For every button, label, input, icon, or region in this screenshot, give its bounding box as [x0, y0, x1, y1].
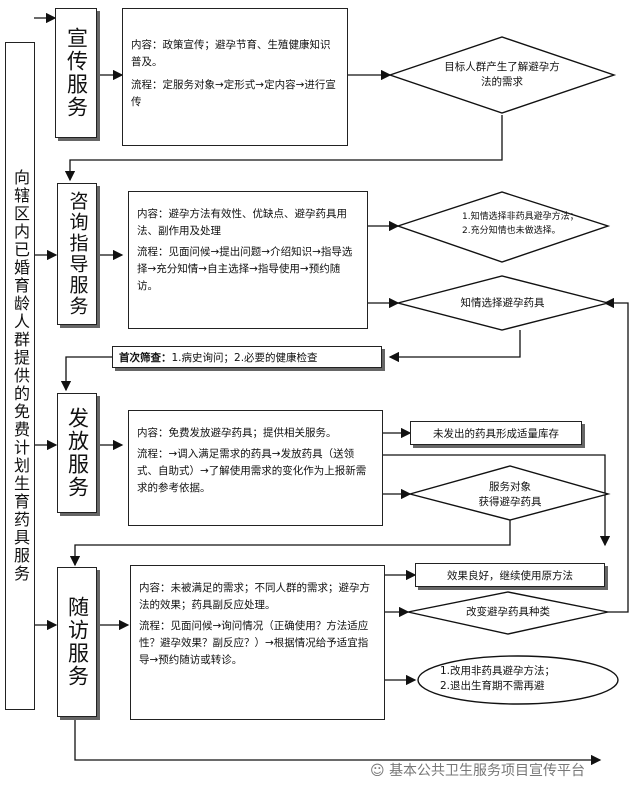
diamond-obtain: [407, 465, 611, 521]
content-box-suifang: 内容：未被满足的需求；不同人群的需求；避孕方法的效果；药具副反应处理。 流程：见…: [130, 565, 385, 720]
service-fafang: 发放服务: [57, 393, 97, 513]
diamond-change: [407, 591, 609, 635]
service-zixun: 咨询指导服务: [57, 183, 97, 325]
diamond-obtain-text: 服务对象 获得避孕药具: [478, 481, 542, 508]
effect-good-box: 效果良好，继续使用原方法: [415, 563, 605, 587]
diamond-nondrug-text: 1.知情选择非药具避孕方法； 2.充分知情也未做选择。: [462, 212, 579, 236]
content-box-zixun: 内容：避孕方法有效性、优缺点、避孕药具用法、副作用及处理 流程：见面问候→提出问…: [128, 191, 368, 329]
service-suifang: 随访服务: [57, 567, 97, 717]
wechat-icon: ☺: [370, 763, 385, 779]
diamond-need: [387, 36, 617, 114]
content-box-xuanchuan: 内容：政策宣传；避孕节育、生殖健康知识普及。 流程：定服务对象→定形式→定内容→…: [122, 8, 348, 146]
service-xuanchuan: 宣传服务: [55, 8, 97, 138]
diamond-change-text: 改变避孕药具种类: [466, 606, 550, 618]
left-title-box: 向辖区内已婚育龄人群提供的免费计划生育药具服务: [5, 42, 35, 710]
stock-box: 未发出的药具形成适量库存: [410, 421, 582, 445]
screening-box: 首次筛查：1.病史询问；2.必要的健康检查: [112, 346, 382, 368]
diamond-nondrug: [395, 191, 611, 263]
oval-exit: [417, 655, 619, 705]
diamond-choose-drug-text: 知情选择避孕药具: [460, 297, 545, 309]
watermark: ☺ 基本公共卫生服务项目宣传平台: [370, 763, 586, 779]
diamond-need-text: 目标人群产生了解避孕方法的需求: [444, 61, 560, 88]
left-title: 向辖区内已婚育龄人群提供的免费计划生育药具服务: [11, 169, 30, 583]
oval-exit-text: 1.改用非药具避孕方法； 2.退出生育期不需再避: [440, 665, 556, 692]
content-box-fafang: 内容：免费发放避孕药具；提供相关服务。 流程：→调入满足需求的药具→发放药具（送…: [128, 410, 383, 526]
diamond-choose-drug: [395, 275, 609, 331]
